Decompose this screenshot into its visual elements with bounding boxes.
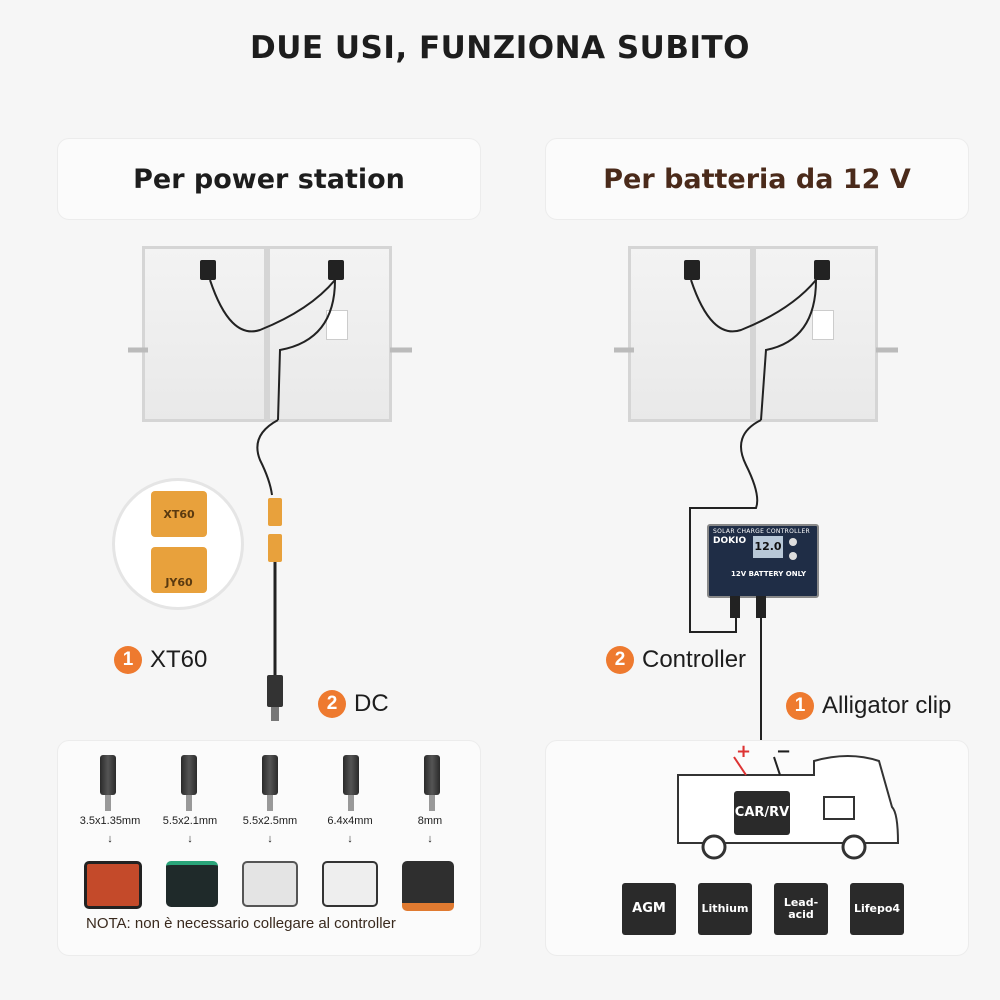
battery-card: + − CAR/RV AGM Lithium Lead- acid Lifepo…	[545, 740, 969, 956]
xt60-connector-label: XT60	[163, 507, 195, 521]
header-power-station: Per power station	[57, 138, 481, 220]
label-xt60-text: XT60	[150, 646, 208, 673]
dc-plug-spec: 6.4x4mm	[327, 815, 373, 827]
down-arrow-icon: ↓	[427, 833, 433, 845]
battery-lithium-label: Lithium	[701, 901, 749, 915]
number-badge: 1	[786, 692, 814, 720]
note-text: NOTA: non è necessario collegare al cont…	[86, 915, 396, 932]
battery-lithium-icon: Lithium	[698, 883, 752, 935]
dc-plug-icon	[181, 755, 197, 811]
power-station-row	[84, 861, 454, 911]
label-controller: 2 Controller	[606, 646, 746, 674]
battery-agm-icon: AGM	[622, 883, 676, 935]
label-alligator: 1 Alligator clip	[786, 692, 951, 720]
minus-sign: −	[776, 741, 792, 762]
dc-plug-icon	[343, 755, 359, 811]
controller-button	[789, 552, 797, 560]
jy60-connector: JY60	[151, 547, 207, 593]
dc-plug-spec: 5.5x2.1mm	[162, 815, 218, 827]
solar-panel-right	[628, 246, 880, 422]
van-battery-label: CAR/RV	[734, 804, 790, 820]
dc-plug-icon	[424, 755, 440, 811]
xt60-zoom-bubble: XT60 JY60	[112, 478, 244, 610]
power-station-icon	[402, 861, 454, 911]
left-cable-to-dc	[267, 498, 283, 721]
label-dc: 2 DC	[318, 690, 389, 718]
battery-lead-acid-icon: Lead- acid	[774, 883, 828, 935]
power-station-icon	[322, 861, 378, 907]
power-station-icon	[242, 861, 298, 907]
junction-box	[200, 260, 216, 280]
plus-sign: +	[736, 741, 752, 762]
solar-panel-left	[142, 246, 394, 422]
header-battery: Per batteria da 12 V	[545, 138, 969, 220]
down-arrow-icon: ↓	[107, 833, 113, 845]
label-xt60: 1 XT60	[114, 646, 207, 674]
battery-lifepo4-icon: Lifepo4	[850, 883, 904, 935]
dc-plug-icon	[100, 755, 116, 811]
header-power-station-label: Per power station	[133, 163, 405, 195]
junction-box	[328, 260, 344, 280]
number-badge: 2	[606, 646, 634, 674]
battery-lead-acid-label: Lead- acid	[783, 895, 819, 921]
junction-box	[684, 260, 700, 280]
panel-label-sticker	[326, 310, 348, 340]
down-arrow-icon: ↓	[187, 833, 193, 845]
dc-plug-spec-row: 3.5x1.35mm 5.5x2.1mm 5.5x2.5mm 6.4x4mm 8…	[70, 815, 470, 827]
label-dc-text: DC	[354, 690, 389, 717]
power-station-icon	[84, 861, 142, 909]
dc-plug-spec: 3.5x1.35mm	[79, 815, 141, 827]
label-controller-text: Controller	[642, 646, 747, 673]
label-alligator-text: Alligator clip	[822, 692, 952, 719]
dc-plugs-card: 3.5x1.35mm 5.5x2.1mm 5.5x2.5mm 6.4x4mm 8…	[57, 740, 481, 956]
controller-display: 12.0	[753, 536, 783, 558]
controller-title: SOLAR CHARGE CONTROLLER	[713, 528, 811, 535]
down-arrow-row: ↓ ↓ ↓ ↓ ↓	[70, 833, 470, 845]
power-station-icon	[166, 861, 218, 907]
down-arrow-icon: ↓	[347, 833, 353, 845]
number-badge: 1	[114, 646, 142, 674]
battery-lifepo4-label: Lifepo4	[853, 901, 901, 915]
solar-charge-controller: SOLAR CHARGE CONTROLLER DOKIO 12.0 12V B…	[707, 524, 819, 598]
left-panel-cables	[128, 279, 412, 496]
header-battery-label: Per batteria da 12 V	[603, 163, 911, 195]
controller-button	[789, 538, 797, 546]
xt60-connector: XT60	[151, 491, 207, 537]
solar-panel-half	[628, 246, 753, 422]
van-battery: CAR/RV	[734, 791, 790, 835]
dc-plug-spec: 8mm	[417, 815, 443, 827]
controller-footer: 12V BATTERY ONLY	[731, 570, 807, 578]
jy60-connector-label: JY60	[165, 576, 193, 589]
battery-types-row: AGM Lithium Lead- acid Lifepo4	[622, 883, 904, 935]
controller-to-clip-cables	[730, 596, 766, 754]
number-badge: 2	[318, 690, 346, 718]
junction-box	[814, 260, 830, 280]
page-title: DUE USI, FUNZIONA SUBITO	[249, 30, 751, 66]
controller-brand: DOKIO	[713, 536, 747, 546]
dc-plug-row	[100, 755, 440, 811]
down-arrow-icon: ↓	[267, 833, 273, 845]
dc-plug-icon	[262, 755, 278, 811]
dc-plug-spec: 5.5x2.5mm	[242, 815, 298, 827]
right-panel-cables	[614, 279, 898, 633]
panel-label-sticker	[812, 310, 834, 340]
battery-agm-label: AGM	[632, 900, 666, 916]
